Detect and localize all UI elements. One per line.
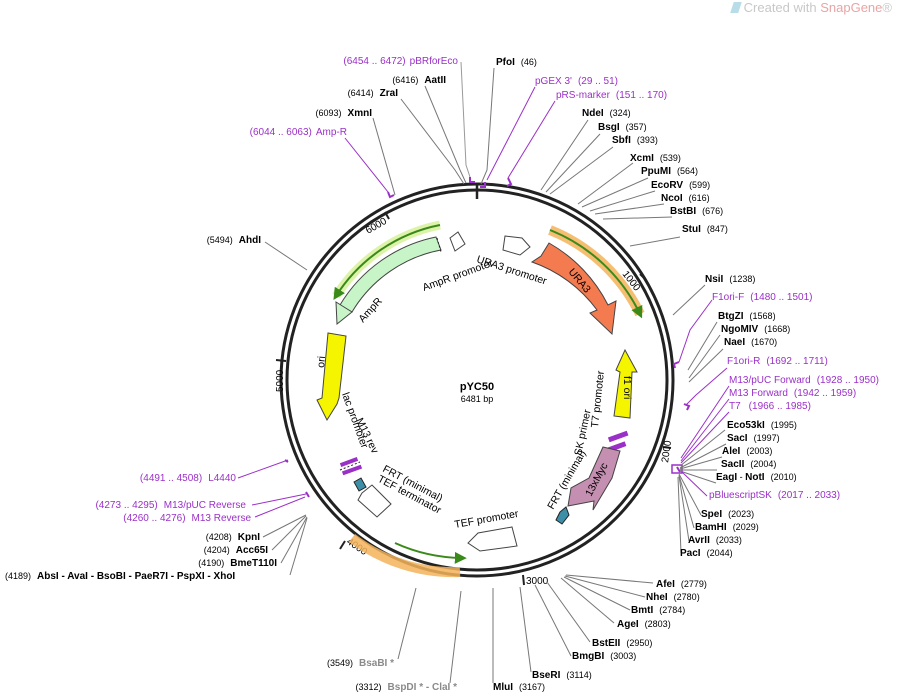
backbone-inner [285, 188, 669, 572]
t7-promoter-label: T7 promoter [589, 370, 607, 429]
ampr-promoter-feature[interactable] [449, 231, 466, 252]
label-eco53ki[interactable]: Eco53kI(1995) [727, 420, 797, 431]
label-agei[interactable]: AgeI(2803) [617, 619, 671, 630]
label-alei[interactable]: AleI(2003) [722, 446, 772, 457]
label-ngomiv[interactable]: NgoMIV(1668) [721, 324, 790, 335]
mcs-box [671, 464, 683, 474]
label-l4440: (4491 .. 4508)L4440 [140, 473, 237, 484]
label-eagi-noti[interactable]: EagI - NotI(2010) [716, 472, 797, 483]
ori-feature[interactable] [316, 332, 347, 422]
label-avrii[interactable]: AvrII(2033) [688, 535, 742, 546]
frt-left-feature[interactable] [353, 477, 367, 492]
label-prs-marker: pRS-marker(151 .. 170) [556, 90, 667, 101]
label-ppumi[interactable]: PpuMI(564) [641, 166, 698, 177]
label-acc65i[interactable]: (4204)Acc65I [204, 545, 268, 556]
label-sacii[interactable]: SacII(2004) [721, 459, 776, 470]
ampr-arrowhead [335, 301, 353, 326]
ampr-dashed-line [436, 237, 442, 253]
ampr-orf-arrow [333, 224, 441, 301]
label-m13puc-forward: M13/pUC Forward(1928 .. 1950) [729, 375, 879, 386]
ura3-promoter-feature[interactable] [502, 235, 531, 256]
label-bseri[interactable]: BseRI(3114) [532, 670, 592, 681]
label-ecorv[interactable]: EcoRV(599) [651, 180, 710, 191]
label-absi-group[interactable]: (4189)AbsI - AvaI - BsoBI - PaeR7I - Psp… [5, 571, 235, 582]
label-f1ori-r: F1ori-R(1692 .. 1711) [727, 356, 828, 367]
label-stui[interactable]: StuI(847) [682, 224, 728, 235]
tick-marks [275, 211, 672, 586]
label-pgex3: pGEX 3'(29 .. 51) [535, 76, 618, 87]
label-pfoi[interactable]: PfoI(46) [496, 57, 537, 68]
label-btgzi[interactable]: BtgZI(1568) [718, 311, 776, 322]
label-sbfi[interactable]: SbfI(393) [612, 135, 658, 146]
m13-rev-primer-feature[interactable] [339, 457, 359, 467]
ura3-orf-arrow [549, 229, 643, 319]
tick-label-3000: 3000 [526, 576, 549, 587]
frt-right-feature[interactable] [555, 506, 570, 525]
label-zrai[interactable]: (6414)ZraI [348, 88, 399, 99]
label-nhei[interactable]: NheI(2780) [646, 592, 700, 603]
label-bmgbi[interactable]: BmgBI(3003) [572, 651, 636, 662]
label-spei[interactable]: SpeI(2023) [701, 509, 754, 520]
watermark-prefix: Created with [743, 0, 821, 15]
label-saci[interactable]: SacI(1997) [727, 433, 780, 444]
label-bstbi[interactable]: BstBI(676) [670, 206, 723, 217]
label-m13puc-reverse: (4273 .. 4295)M13/pUC Reverse [95, 500, 246, 511]
ori-label: ori [315, 356, 328, 369]
snapgene-watermark: Created with SnapGene® [729, 0, 892, 15]
label-f1ori-f: F1ori-F(1480 .. 1501) [712, 292, 813, 303]
label-xmni[interactable]: (6093)XmnI [316, 108, 373, 119]
tef-promoter-feature[interactable] [467, 526, 518, 552]
primer-sk-feature[interactable] [607, 430, 629, 443]
label-naei[interactable]: NaeI(1670) [724, 337, 777, 348]
plasmid-size: 6481 bp [461, 394, 494, 404]
tick-label-2000: 2000 [660, 439, 674, 463]
tick-label-5000: 5000 [275, 369, 286, 392]
f1-ori-label: f1 ori [621, 376, 633, 399]
plasmid-name: pYC50 [460, 381, 494, 393]
label-pbluescriptsk: pBluescriptSK(2017 .. 2033) [709, 490, 840, 501]
tef-orf-band [348, 533, 461, 578]
label-nsii[interactable]: NsiI(1238) [705, 274, 755, 285]
label-bmti[interactable]: BmtI(2784) [631, 605, 685, 616]
label-bamhi[interactable]: BamHI(2029) [695, 522, 759, 533]
sk-primer-label: SK primer [572, 408, 594, 457]
lac-dashed-line [339, 461, 361, 471]
label-ahdi[interactable]: (5494)AhdI [207, 235, 261, 246]
label-t7: T7(1966 .. 1985) [729, 401, 811, 412]
label-mlui[interactable]: MluI(3167) [493, 682, 545, 693]
label-m13-forward: M13 Forward(1942 .. 1959) [729, 388, 856, 399]
f1-ori-feature[interactable] [613, 348, 638, 419]
leader-lines [237, 61, 730, 684]
ura3-feature[interactable] [530, 242, 617, 336]
label-bsteii[interactable]: BstEII(2950) [592, 638, 652, 649]
ampr-promoter-label: AmpR promoter [421, 257, 495, 294]
watermark-mark: ® [882, 0, 892, 15]
myc-tag-feature[interactable] [567, 446, 621, 511]
tef-orf-arrow [394, 542, 467, 564]
label-afei[interactable]: AfeI(2779) [656, 579, 707, 590]
label-bspdi-clai[interactable]: (3312)BspDI * - ClaI * [356, 682, 458, 693]
label-bsabi[interactable]: (3549)BsaBI * [327, 658, 394, 669]
label-amp-r-primer: (6044 .. 6063)Amp-R [250, 127, 347, 138]
label-aatii[interactable]: (6416)AatII [392, 75, 446, 86]
label-xcmi[interactable]: XcmI(539) [630, 153, 681, 164]
label-pbrforeco: (6454 .. 6472)pBRforEco [343, 56, 458, 67]
lac-primer-feature[interactable] [341, 464, 363, 476]
label-kpni[interactable]: (4208)KpnI [206, 532, 260, 543]
label-m13-reverse: (4260 .. 4276)M13 Reverse [123, 513, 251, 524]
label-paci[interactable]: PacI(2044) [680, 548, 733, 559]
label-ndei[interactable]: NdeI(324) [582, 108, 631, 119]
label-ncoi[interactable]: NcoI(616) [661, 193, 710, 204]
tef-terminator-feature[interactable] [357, 484, 392, 518]
label-bsgi[interactable]: BsgI(357) [598, 122, 647, 133]
watermark-brand: SnapGene [820, 0, 883, 15]
label-bmet110i[interactable]: (4190)BmeT110I [198, 558, 277, 569]
